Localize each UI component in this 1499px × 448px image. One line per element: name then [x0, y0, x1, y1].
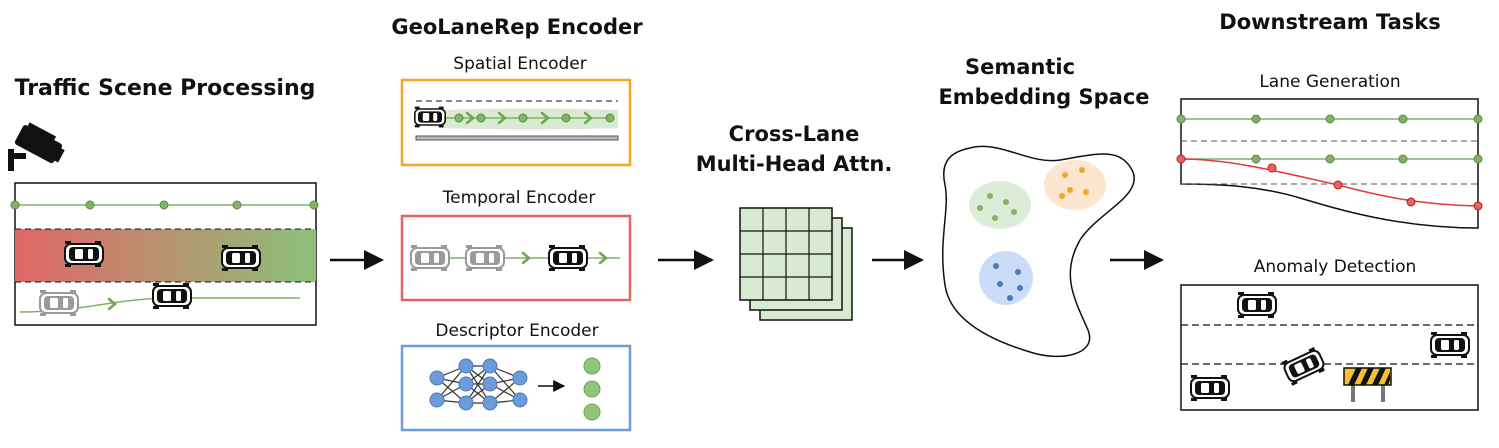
descriptor-encoder-label: Descriptor Encoder: [435, 321, 598, 341]
highlighted-lane: [15, 229, 316, 282]
geolanerep-encoder-panel: GeoLaneRep Encoder Spatial Encoder Tempo…: [391, 15, 643, 432]
lane-generation-box: [1176, 98, 1483, 229]
car-icon: [1190, 374, 1230, 402]
temporal-encoder-label: Temporal Encoder: [442, 188, 596, 208]
car-gray-icon: [410, 244, 450, 272]
attention-label-line2: Multi-Head Attn.: [696, 152, 893, 176]
traffic-scene-title: Traffic Scene Processing: [15, 76, 316, 101]
downstream-title: Downstream Tasks: [1219, 10, 1440, 34]
cctv-camera-icon: [8, 122, 65, 171]
car-icon: [414, 105, 447, 129]
car-icon: [64, 240, 104, 268]
attention-matrix-stack: [739, 207, 853, 321]
spatial-encoder-label: Spatial Encoder: [453, 54, 586, 74]
cluster-blue: [979, 251, 1033, 305]
cluster-green: [969, 181, 1031, 229]
car-icon: [1237, 291, 1277, 319]
cross-lane-attention-panel: Cross-Lane Multi-Head Attn.: [696, 122, 893, 321]
traffic-scene-panel: Traffic Scene Processing: [8, 76, 319, 326]
encoder-title: GeoLaneRep Encoder: [391, 15, 643, 39]
downstream-tasks-panel: Downstream Tasks Lane Generation Anomaly…: [1176, 10, 1483, 411]
anomaly-detection-label: Anomaly Detection: [1254, 257, 1417, 277]
embedding-blob: [942, 145, 1135, 358]
car-icon: [152, 282, 192, 310]
embedding-label-line1: Semantic: [965, 55, 1075, 79]
embedding-space-panel: Semantic Embedding Space: [938, 55, 1150, 358]
attention-label-line1: Cross-Lane: [729, 122, 860, 146]
cluster-orange: [1044, 160, 1106, 210]
lane-generation-label: Lane Generation: [1259, 72, 1400, 92]
car-icon: [548, 244, 588, 272]
car-icon: [1430, 331, 1470, 359]
car-icon: [221, 244, 261, 272]
car-gray-icon: [465, 244, 505, 272]
car-gray-icon: [39, 289, 79, 317]
embedding-label-line2: Embedding Space: [938, 85, 1149, 109]
road-barrier-icon: [1343, 367, 1392, 402]
anomaly-detection-box: [1180, 284, 1479, 411]
